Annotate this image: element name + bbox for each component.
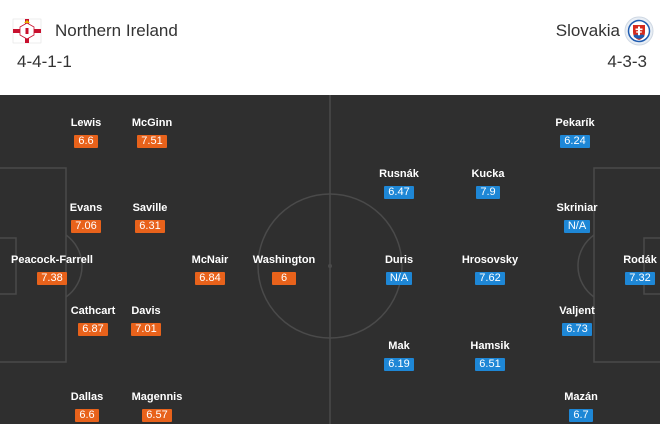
player-rating: N/A [563,220,591,233]
player-rating: 6.19 [384,358,414,371]
player-name: Pekarík [555,117,595,129]
pitch: Lewis 6.6 McGinn 7.51 Evans 7.06 Saville… [0,95,660,424]
away-player[interactable]: Mazán 6.7 [533,391,629,423]
away-formation: 4-3-3 [607,52,647,71]
player-rating: 7.01 [131,323,161,336]
home-player[interactable]: Cathcart 6.87 [45,305,141,337]
player-rating: 6.57 [142,409,172,422]
player-name: Lewis [70,117,102,129]
home-player[interactable]: Washington 6 [236,254,332,286]
player-rating: 7.06 [71,220,101,233]
player-rating: 7.32 [625,272,655,285]
player-rating: 6.31 [135,220,165,233]
player-rating: 6.24 [560,135,590,148]
away-player[interactable]: Rusnák 6.47 [351,168,447,200]
player-name: Cathcart [70,305,116,317]
player-rating: 6.73 [562,323,592,336]
player-rating: 7.62 [475,272,505,285]
home-player[interactable]: McNair 6.84 [162,254,258,286]
player-name: Saville [132,202,168,214]
away-player[interactable]: Rodák 7.32 [592,254,660,286]
home-team-name[interactable]: Northern Ireland [55,21,178,40]
away-player[interactable]: Mak 6.19 [351,340,447,372]
player-name: McGinn [131,117,173,129]
home-player[interactable]: Lewis 6.6 [38,117,134,149]
away-player[interactable]: Skriniar N/A [529,202,625,234]
player-name: Rusnák [379,168,419,180]
player-name: Hamsik [470,340,510,352]
home-player[interactable]: Davis 7.01 [98,305,194,337]
away-player[interactable]: Kucka 7.9 [440,168,536,200]
home-player[interactable]: Dallas 6.6 [39,391,135,423]
player-name: Magennis [131,391,183,403]
match-header: Northern Ireland 4-4-1-1 Slovakia 4-3-3 [0,0,660,92]
player-rating: 7.51 [137,135,167,148]
player-rating: 6.7 [569,409,593,422]
away-player[interactable]: Pekarík 6.24 [527,117,623,149]
player-rating: 7.38 [37,272,67,285]
away-player[interactable]: Hamsik 6.51 [442,340,538,372]
away-team-name[interactable]: Slovakia [555,21,620,40]
player-rating: 6 [272,272,296,285]
player-rating: N/A [385,272,413,285]
player-name: Valjent [559,305,595,317]
away-player[interactable]: Duris N/A [351,254,447,286]
home-player[interactable]: Saville 6.31 [102,202,198,234]
player-rating: 6.51 [475,358,505,371]
player-name: Kucka [471,168,505,180]
away-player[interactable]: Valjent 6.73 [529,305,625,337]
home-player[interactable]: McGinn 7.51 [104,117,200,149]
away-player[interactable]: Hrosovsky 7.62 [442,254,538,286]
home-player[interactable]: Peacock-Farrell 7.38 [4,254,100,286]
northern-ireland-flag-icon [12,18,42,44]
player-rating: 6.87 [78,323,108,336]
player-name: Mazán [564,391,598,403]
player-name: Peacock-Farrell [11,254,93,266]
home-player[interactable]: Evans 7.06 [38,202,134,234]
home-formation: 4-4-1-1 [17,52,72,71]
player-name: Mak [388,340,410,352]
player-rating: 6.84 [195,272,225,285]
player-name: Rodák [623,254,657,266]
player-name: Skriniar [556,202,598,214]
player-rating: 6.6 [75,409,99,422]
player-name: Davis [131,305,161,317]
pitch-markings [0,95,660,424]
player-name: Duris [384,254,414,266]
player-rating: 6.6 [74,135,98,148]
player-name: Hrosovsky [461,254,519,266]
player-name: Evans [69,202,103,214]
player-name: Washington [252,254,316,266]
slovakia-flag-icon [624,16,654,46]
home-player[interactable]: Magennis 6.57 [109,391,205,423]
player-name: McNair [191,254,229,266]
player-name: Dallas [70,391,104,403]
player-rating: 7.9 [476,186,500,199]
player-rating: 6.47 [384,186,414,199]
